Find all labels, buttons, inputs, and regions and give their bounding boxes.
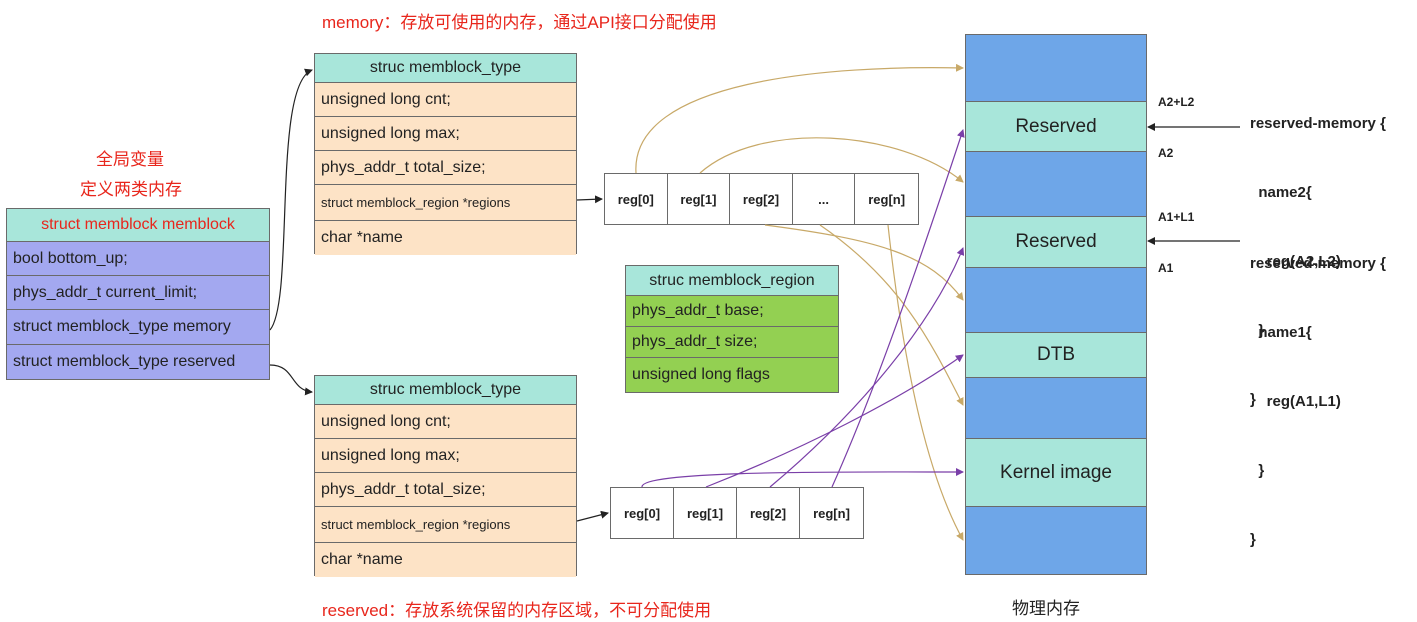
reserved-type-field-regions: struct memblock_region *regions	[315, 507, 576, 543]
physical-memory-caption: 物理内存	[1012, 599, 1080, 618]
dts1-line-2: name1{	[1250, 324, 1312, 341]
tan-arrow-reg2	[764, 224, 964, 301]
dts1-line-3: reg(A1,L1)	[1250, 393, 1341, 410]
reserved-type-struct: struc memblock_type unsigned long cnt; u…	[314, 375, 577, 577]
tan-arrow-regn	[887, 224, 964, 541]
memory-reg-n: reg[n]	[868, 191, 906, 207]
memblock-field-bottom-up: bool bottom_up;	[7, 242, 269, 276]
memory-type-field-total-size: phys_addr_t total_size;	[315, 151, 576, 185]
addr-a1-l1: A1+L1	[1158, 210, 1195, 224]
mem-free-segment-3	[966, 268, 1146, 333]
region-title: struc memblock_region	[626, 266, 838, 296]
mem-reserved-segment-1: Reserved	[966, 217, 1146, 268]
addr-a2-l2: A2+L2	[1158, 95, 1195, 109]
arrow-memory-regions	[576, 195, 603, 204]
memblock-field-memory: struct memblock_type memory	[7, 310, 269, 345]
memory-reg-ellipsis: ...	[793, 174, 856, 224]
two-types-caption: 定义两类内存	[80, 180, 182, 199]
dts2-line-4: }	[1250, 322, 1265, 339]
global-var-caption: 全局变量	[96, 150, 164, 169]
tan-arrow-reg0	[635, 63, 964, 174]
memory-type-title: struc memblock_type	[315, 54, 576, 83]
memblock-title: struct memblock memblock	[7, 209, 269, 242]
memory-type-field-max: unsigned long max;	[315, 117, 576, 151]
dts2-line-3: reg(A2,L2)	[1250, 253, 1341, 270]
purple-arrow-regn	[831, 129, 965, 488]
memblock-field-current-limit: phys_addr_t current_limit;	[7, 276, 269, 310]
purple-arrow-reg1	[705, 354, 964, 488]
memory-caption: memory：存放可使用的内存，通过API接口分配使用	[322, 13, 717, 32]
arrow-memory-to-type	[269, 68, 313, 331]
memory-type-field-regions: struct memblock_region *regions	[315, 185, 576, 221]
arrow-reserved-regions	[576, 510, 609, 522]
memory-reg-2: reg[2]	[730, 174, 793, 224]
reserved-reg-n: reg[n]	[813, 505, 850, 521]
region-field-size: phys_addr_t size;	[626, 327, 838, 358]
dts2-line-2: name2{	[1250, 184, 1312, 201]
memblock-field-reserved: struct memblock_type reserved	[7, 345, 269, 379]
mem-reserved-segment-2: Reserved	[966, 102, 1146, 152]
reserved-reg-2: reg[2]	[737, 488, 800, 538]
physical-memory-column: Reserved Reserved DTB Kernel image	[965, 34, 1147, 575]
memory-regions-array: reg[0] reg[1] reg[2] ... reg[n]	[604, 173, 919, 225]
addr-a2: A2	[1158, 146, 1174, 160]
tan-arrow-reg1	[699, 137, 964, 183]
arrow-reserved-to-type	[269, 364, 313, 396]
tan-arrow-reg2b	[819, 224, 964, 406]
region-field-base: phys_addr_t base;	[626, 296, 838, 327]
reserved-type-field-max: unsigned long max;	[315, 439, 576, 473]
reserved-reg-1: reg[1]	[674, 488, 737, 538]
dts-block-name1: reserved-memory { name1{ reg(A1,L1) } }	[1250, 206, 1386, 574]
memory-reg-0: reg[0]	[605, 174, 668, 224]
dts-block-name2: reserved-memory { name2{ reg(A2,L2) } }	[1250, 66, 1386, 434]
reserved-caption: reserved：存放系统保留的内存区域，不可分配使用	[322, 601, 712, 620]
memory-type-field-name: char *name	[315, 221, 576, 255]
addr-a1: A1	[1158, 261, 1174, 275]
reserved-type-title: struc memblock_type	[315, 376, 576, 405]
reserved-reg-0: reg[0]	[611, 488, 674, 538]
mem-free-segment-1	[966, 35, 1146, 102]
memory-type-struct: struc memblock_type unsigned long cnt; u…	[314, 53, 577, 255]
mem-dtb-segment: DTB	[966, 333, 1146, 378]
region-struct: struc memblock_region phys_addr_t base; …	[625, 265, 839, 393]
memory-reg-1: reg[1]	[668, 174, 731, 224]
dts1-line-4: }	[1250, 462, 1265, 479]
reserved-regions-array: reg[0] reg[1] reg[2] reg[n]	[610, 487, 864, 539]
mem-free-segment-5	[966, 507, 1146, 574]
region-field-flags: unsigned long flags	[626, 358, 838, 392]
purple-arrow-reg0	[641, 467, 964, 488]
reserved-type-field-name: char *name	[315, 543, 576, 577]
mem-free-segment-4	[966, 378, 1146, 439]
memblock-struct: struct memblock memblock bool bottom_up;…	[6, 208, 270, 380]
dts2-line-5: }	[1250, 391, 1256, 408]
reserved-type-field-total-size: phys_addr_t total_size;	[315, 473, 576, 507]
mem-kernel-image-segment: Kernel image	[966, 439, 1146, 507]
reserved-type-field-cnt: unsigned long cnt;	[315, 405, 576, 439]
purple-arrow-reg2	[769, 247, 965, 488]
dts1-line-1: reserved-memory {	[1250, 255, 1386, 272]
dts2-line-1: reserved-memory {	[1250, 115, 1386, 132]
mem-free-segment-2	[966, 152, 1146, 217]
dts1-line-5: }	[1250, 531, 1256, 548]
memory-type-field-cnt: unsigned long cnt;	[315, 83, 576, 117]
